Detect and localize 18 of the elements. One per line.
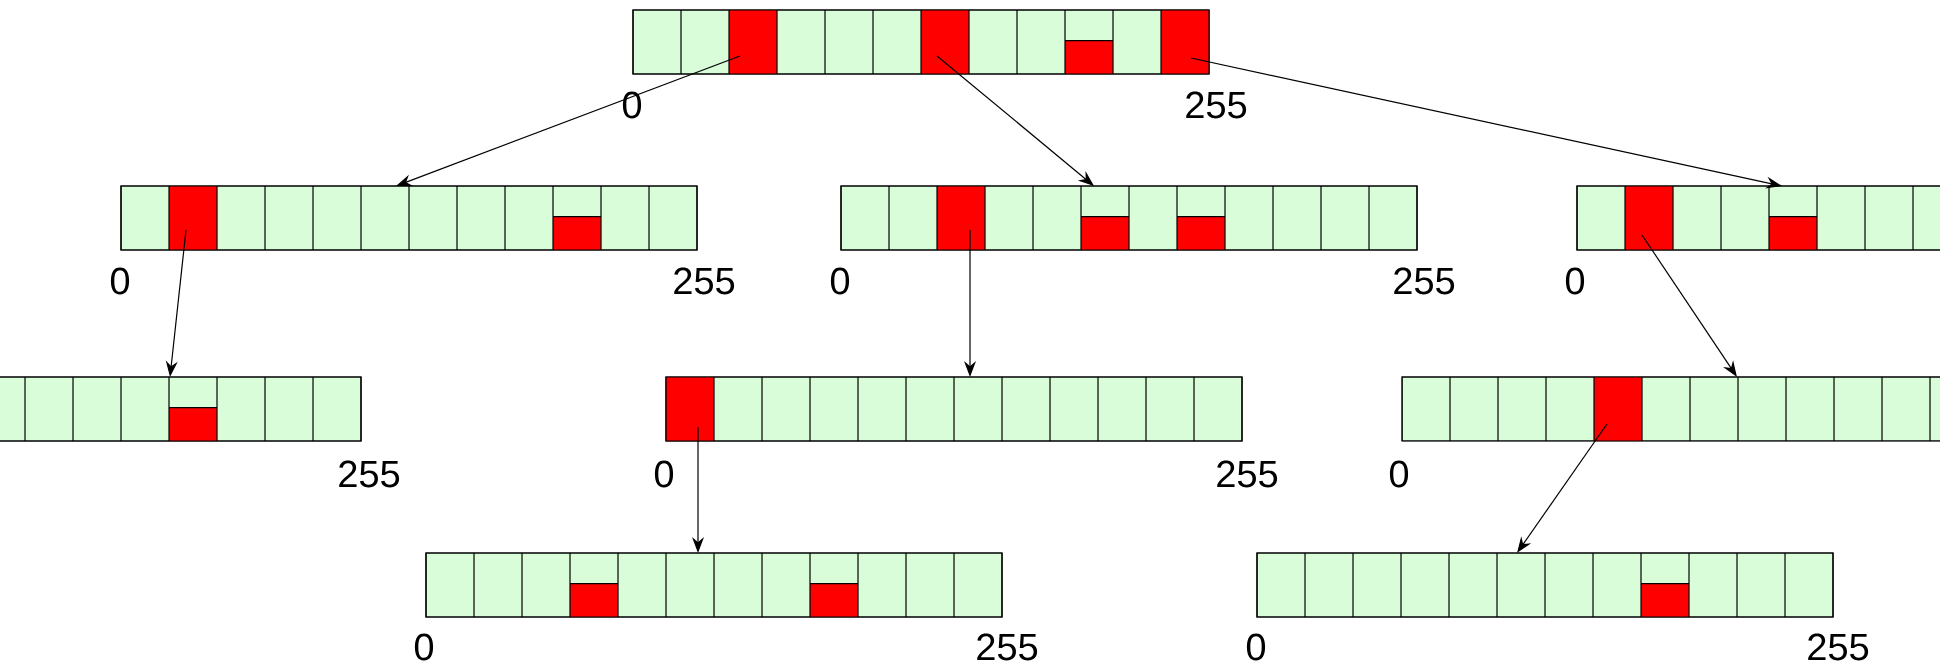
- index-label: 0: [1246, 633, 1266, 661]
- index-label: 255: [1186, 91, 1247, 119]
- index-label: 0: [1389, 460, 1409, 488]
- index-label: 0: [654, 460, 674, 488]
- index-label: 255: [1217, 460, 1278, 488]
- arrow: [1517, 423, 1608, 553]
- arrow: [1641, 234, 1737, 377]
- index-label: 255: [674, 267, 735, 295]
- index-label: 255: [1394, 267, 1455, 295]
- index-label: 0: [110, 267, 130, 295]
- index-label: 0: [622, 91, 642, 119]
- index-label: 255: [339, 460, 400, 488]
- index-label: 0: [1565, 267, 1585, 295]
- index-label: 0: [414, 633, 434, 661]
- index-label: 255: [1808, 633, 1869, 661]
- index-label: 255: [977, 633, 1038, 661]
- arrow: [936, 55, 1094, 186]
- index-label: 0: [830, 267, 850, 295]
